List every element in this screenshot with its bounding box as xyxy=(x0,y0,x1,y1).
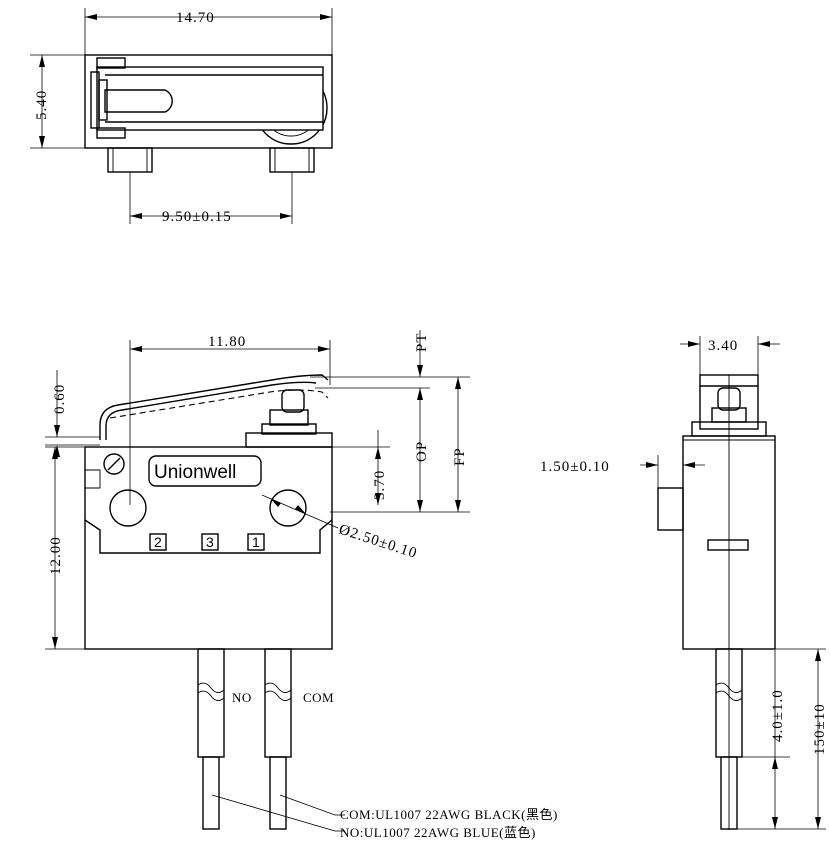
top-view: 14.70 5.40 9.50±0.15 xyxy=(30,8,333,225)
terminal-3-label: 3 xyxy=(206,534,214,550)
com-wire-label: COM xyxy=(303,690,334,705)
com-wire-spec: COM:UL1007 22AWG BLACK(黑色) xyxy=(340,807,558,822)
strip-length-label: 4.0±1.0 xyxy=(770,689,786,742)
top-width-label: 14.70 xyxy=(176,10,215,26)
brand-label: Unionwell xyxy=(154,462,236,483)
hole-height-label: 3.70 xyxy=(372,470,388,500)
top-height-label: 5.40 xyxy=(34,90,50,120)
no-wire-label: NO xyxy=(232,690,252,705)
wire-length-label: 150±10 xyxy=(812,703,828,755)
no-wire-spec: NO:UL1007 22AWG BLUE(蓝色) xyxy=(340,825,536,840)
side-offset-label: 1.50±0.10 xyxy=(540,459,610,475)
pt-label: PT xyxy=(414,332,430,352)
op-label: OP xyxy=(414,441,430,462)
fp-label: FP xyxy=(452,447,468,466)
pin-spacing-label: 9.50±0.15 xyxy=(162,209,232,225)
terminal-2-label: 2 xyxy=(154,534,162,550)
lever-offset-label: 0.60 xyxy=(52,384,68,414)
terminal-1-label: 1 xyxy=(252,534,260,550)
lever-span-label: 11.80 xyxy=(208,334,246,350)
side-view: 3.40 1.50±0.10 4.0±1.0 xyxy=(540,336,828,830)
body-height-label: 12.00 xyxy=(48,536,64,575)
side-width-label: 3.40 xyxy=(708,338,738,354)
front-view: 11.80 PT OP FP 3.70 0.60 xyxy=(45,330,558,840)
hole-diameter-label: Ø2.50±0.10 xyxy=(337,522,420,562)
